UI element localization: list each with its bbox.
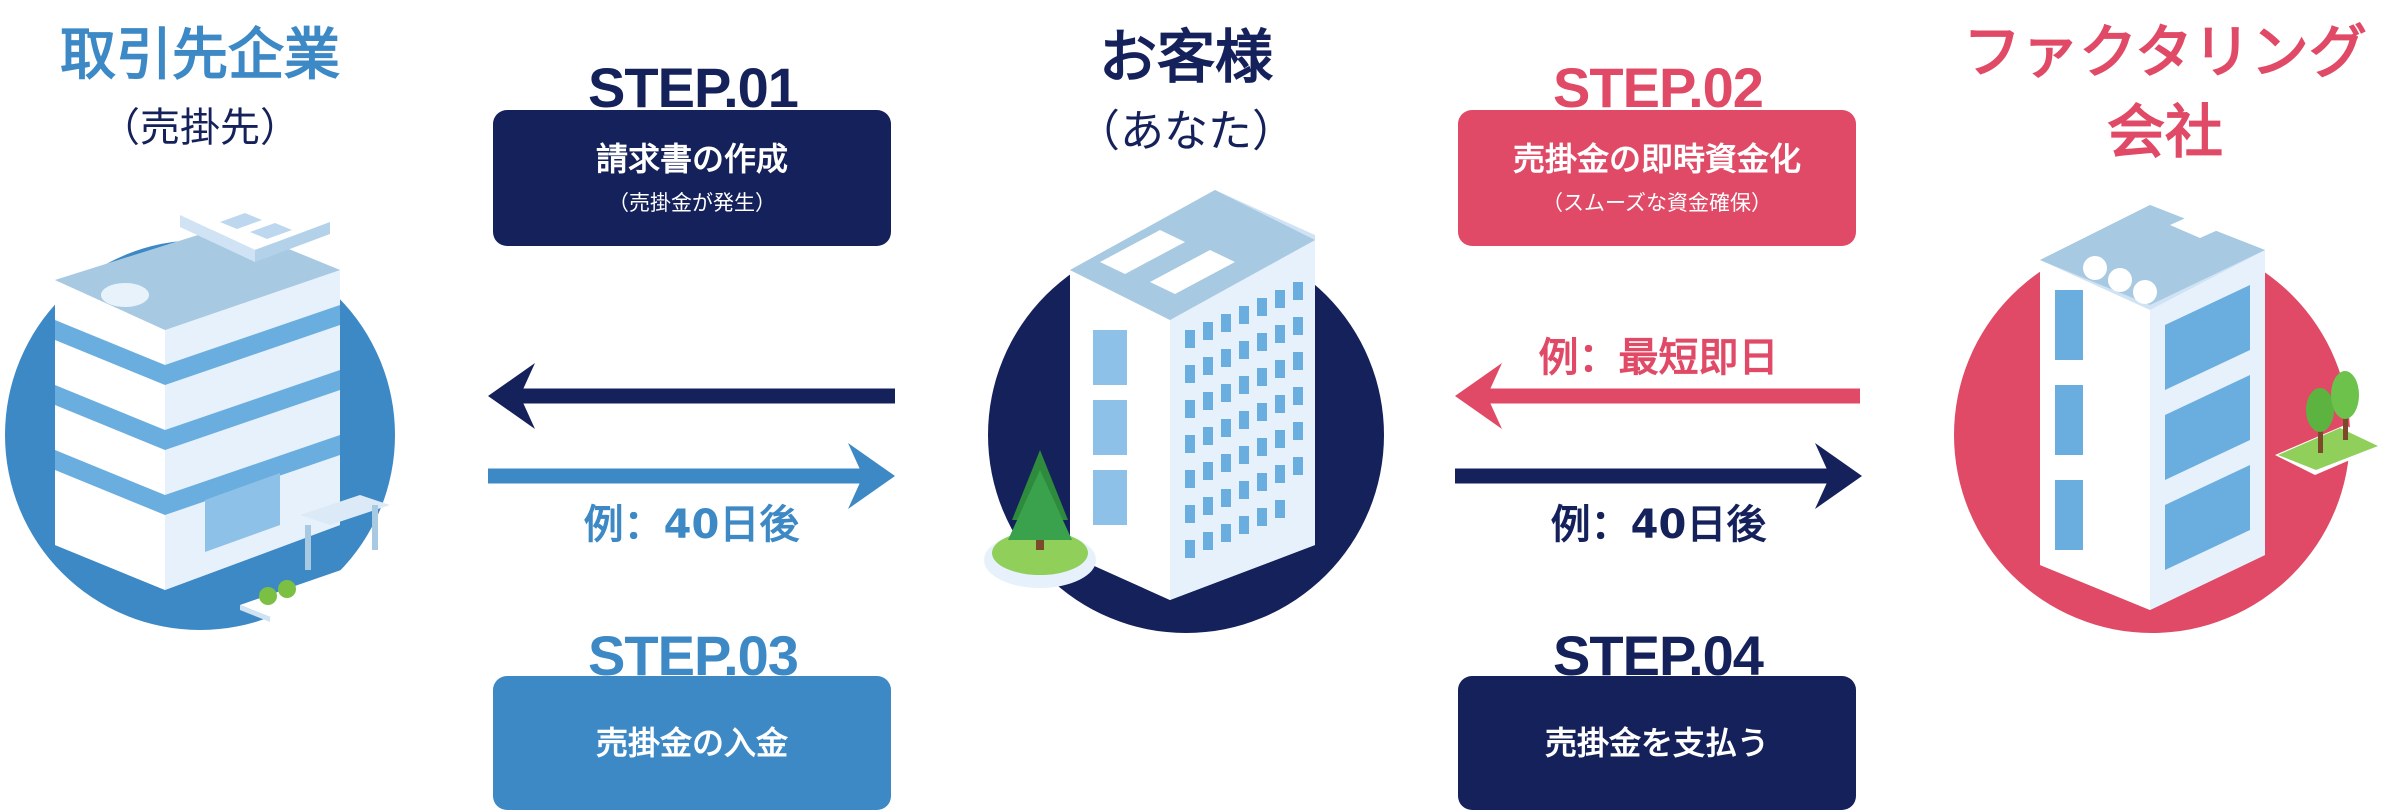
factoring-title-line2: 会社 [2106, 98, 2223, 166]
step4-label: STEP.04 [1553, 624, 1764, 687]
step3-label: STEP.03 [588, 624, 799, 687]
flow-label-step2: 例：最短即日 [1538, 335, 1779, 381]
flow-label-step4: 例：40日後 [1550, 502, 1767, 548]
step1-subtitle: （売掛金が発生） [608, 191, 776, 215]
supplier-title: 取引先企業 [60, 23, 340, 88]
arrow-step1-left [488, 363, 895, 429]
arrow-step2-left [1455, 363, 1860, 429]
step2-subtitle: （スムーズな資金確保） [1542, 191, 1772, 215]
step1-label: STEP.01 [588, 56, 799, 119]
factoring-building-illustration [1954, 205, 2385, 633]
flow-label-step3: 例：40日後 [583, 502, 800, 548]
step1-title: 請求書の作成 [595, 140, 788, 178]
step2-title: 売掛金の即時資金化 [1512, 140, 1801, 178]
customer-title: お客様 [1098, 23, 1273, 91]
step4-title: 売掛金を支払う [1544, 724, 1769, 762]
step2-label: STEP.02 [1553, 56, 1764, 119]
step1-box: 請求書の作成 （売掛金が発生） [493, 110, 891, 246]
step3-box: 売掛金の入金 [493, 676, 891, 810]
step3-title: 売掛金の入金 [595, 724, 788, 762]
customer-building-illustration [984, 190, 1384, 633]
customer-subtitle: （あなた） [1076, 106, 1296, 157]
factoring-title-line1: ファクタリング [1963, 18, 2367, 86]
supplier-building-illustration [5, 190, 400, 630]
step2-box: 売掛金の即時資金化 （スムーズな資金確保） [1458, 110, 1856, 246]
supplier-subtitle: （売掛先） [100, 105, 300, 151]
step4-box: 売掛金を支払う [1458, 676, 1856, 810]
arrow-step4-right [1455, 443, 1862, 509]
arrow-step3-right [488, 443, 895, 509]
